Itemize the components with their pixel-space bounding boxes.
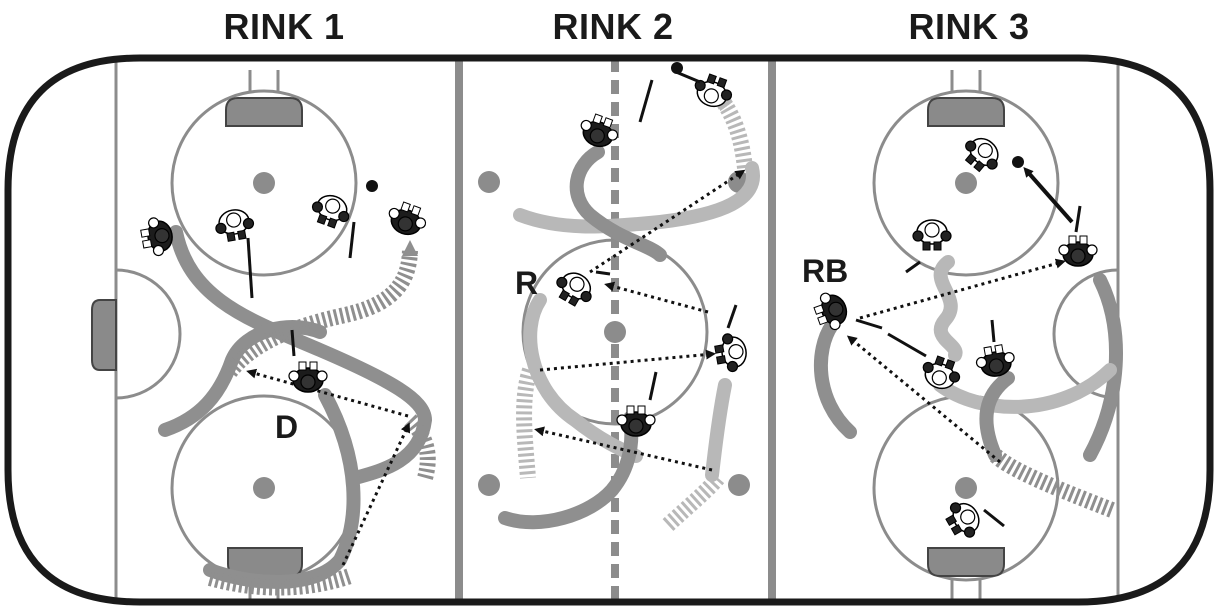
player-label-r: R: [515, 265, 538, 301]
hockey-stick: [855, 318, 883, 330]
skating-path-light: [933, 363, 1117, 414]
pass-arrow-solid: [1023, 167, 1074, 224]
pass-arrow: [341, 422, 410, 566]
skating-path: [169, 225, 433, 485]
rink-3-title: RINK 3: [908, 6, 1030, 47]
goal-crease: [927, 97, 1005, 127]
pass-arrow: [534, 426, 713, 472]
hockey-stick: [1074, 205, 1082, 233]
faceoff-dot: [955, 172, 977, 194]
pass-arrow: [604, 281, 709, 314]
hockey-stick: [905, 260, 921, 274]
faceoff-dot: [478, 171, 500, 193]
faceoff-dot: [253, 172, 275, 194]
skating-path-hatched: [662, 472, 725, 531]
hockey-stick: [726, 304, 738, 329]
hockey-stick: [595, 270, 611, 276]
player-label-rb: RB: [802, 253, 848, 289]
skating-path-light: [705, 378, 732, 482]
puck: [366, 180, 378, 192]
skating-path: [813, 318, 857, 439]
skating-path-hatched: [404, 414, 436, 481]
rink-1-title: RINK 1: [223, 6, 345, 47]
hockey-stick: [887, 332, 927, 358]
faceoff-circle: [170, 89, 358, 277]
skating-path-light: [523, 293, 643, 463]
faceoff-dot: [478, 474, 500, 496]
player-label-d: D: [275, 409, 298, 445]
hockey-stick: [675, 70, 701, 84]
puck: [1012, 156, 1024, 168]
faceoff-circle: [521, 238, 709, 426]
skating-path: [1083, 273, 1124, 462]
faceoff-circle: [872, 89, 1060, 277]
rink-markings: [91, 58, 1120, 602]
faceoff-dot: [253, 477, 275, 499]
goal-crease: [225, 97, 303, 127]
pass-arrow: [539, 349, 716, 372]
pass-arrow: [589, 169, 746, 274]
skating-path-hatched: [516, 367, 538, 479]
goal-net-side: [91, 299, 117, 371]
skating-path: [979, 371, 1015, 462]
hockey-stick: [990, 319, 996, 343]
hockey-stick: [290, 329, 296, 357]
faceoff-dot: [955, 477, 977, 499]
hockey-stick: [246, 237, 254, 299]
faceoff-dot: [728, 474, 750, 496]
skating-path-light: [513, 161, 760, 234]
hockey-stick: [983, 508, 1005, 528]
hockey-stick: [348, 221, 356, 259]
skating-path-hatched: [715, 93, 753, 169]
rink-2-title: RINK 2: [552, 6, 674, 47]
hockey-stick: [648, 371, 658, 401]
faceoff-dot: [604, 321, 626, 343]
puck: [671, 62, 683, 74]
skating-path: [569, 145, 667, 262]
skating-path: [498, 411, 639, 530]
goal-crease: [927, 547, 1005, 577]
goal-crease-side: [115, 268, 182, 400]
rink-boards: [4, 54, 1214, 606]
pass-arrow: [846, 335, 1001, 464]
hockey-stick: [638, 79, 654, 123]
skating-path-hatched: [989, 448, 1115, 518]
skating-path-hatched: [207, 568, 353, 596]
skating-path-light: [933, 255, 963, 362]
